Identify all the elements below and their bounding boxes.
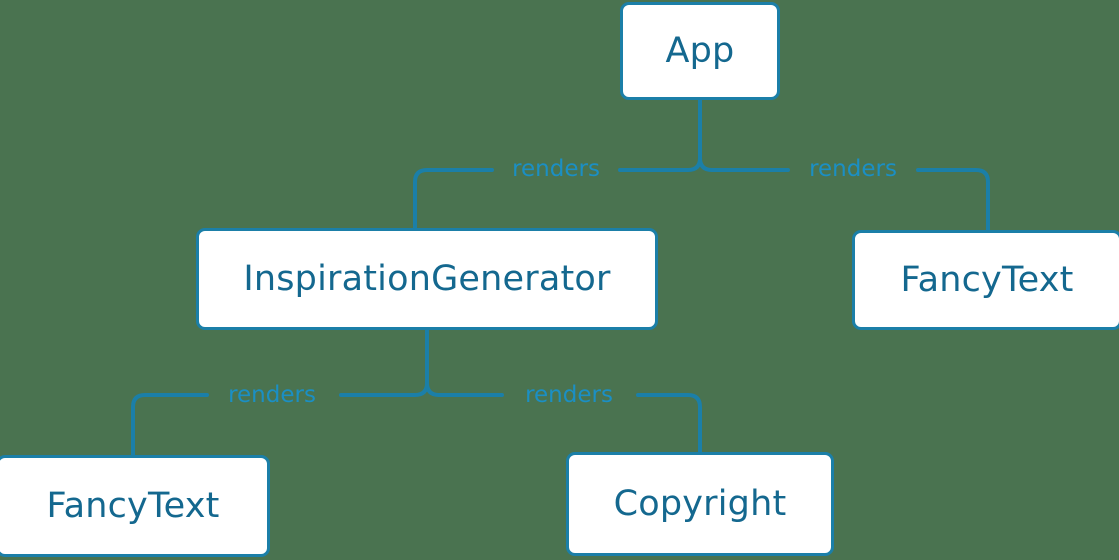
node-fancytext-bottom[interactable]: FancyText — [0, 455, 270, 557]
edge-label-app-fancytext: renders — [809, 156, 897, 182]
node-app-label: App — [665, 31, 735, 71]
edge-stub-inspirationgenerator-right — [425, 381, 441, 397]
node-app[interactable]: App — [620, 2, 780, 100]
edge-label-inspirationgenerator-fancytext: renders — [228, 382, 316, 408]
edge-stub-app-right — [698, 156, 714, 172]
edge-app-to-inspirationgenerator — [413, 168, 690, 230]
node-fancytext-bottom-label: FancyText — [46, 486, 220, 526]
edge-label-inspirationgenerator-copyright: renders — [525, 382, 613, 408]
node-copyright[interactable]: Copyright — [566, 452, 834, 556]
edge-inspirationgenerator-to-copyright — [437, 393, 702, 454]
edge-label-app-inspirationgenerator: renders — [512, 156, 600, 182]
node-inspirationgenerator[interactable]: InspirationGenerator — [196, 228, 658, 330]
edge-inspirationgenerator-to-fancytext — [131, 393, 417, 457]
node-fancytext-right[interactable]: FancyText — [852, 230, 1119, 330]
node-inspirationgenerator-label: InspirationGenerator — [243, 259, 611, 299]
node-copyright-label: Copyright — [613, 484, 787, 524]
edge-app-to-fancytext — [710, 168, 990, 232]
node-fancytext-right-label: FancyText — [900, 260, 1074, 300]
